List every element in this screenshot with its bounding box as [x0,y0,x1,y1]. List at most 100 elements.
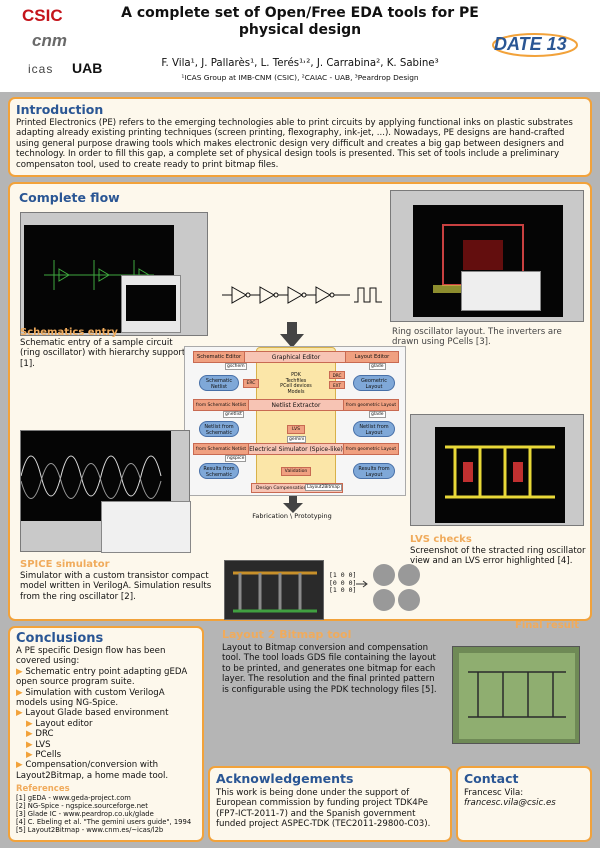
contact-name: Francesc Vila: [464,788,524,798]
reference-item: [3] Glade IC - www.peardrop.co.uk/glade [16,810,154,819]
conclusion-subitem-text: DRC [35,729,54,740]
arrow-down-icon [280,322,304,348]
drc-box: DRC [329,371,345,379]
introduction-panel: Introduction Printed Electronics (PE) re… [8,97,592,177]
l2b-section: Layout 2 Bitmap tool Layout to Bitmap co… [222,628,442,695]
schematics-text: Schematic entry of a sample circuit (rin… [20,338,186,369]
conclusion-item: ▶ Simulation with custom VerilogA models… [16,687,165,709]
arrow-right-icon [356,580,368,588]
layout2bitmap-label: Layout2Bitmap [305,484,342,491]
conclusion-item-text: Layout Glade based environment [25,708,169,719]
schematics-title: Schematics entry [20,327,118,338]
l2b-text: Layout to Bitmap conversion and compensa… [222,643,437,695]
netlist-from-layout-node: Netlist from Layout [353,421,395,437]
header: CSIC cnm icas UAB A complete set of Open… [0,0,600,92]
conclusion-subitem: ▶ Layout editor [26,718,93,729]
reference-item: [4] C. Ebeling et al. "The gemini users … [16,818,192,827]
erc-box: ERC [243,379,259,388]
conclusions-panel: Conclusions A PE specific Design flow ha… [8,626,204,842]
schematic-screenshot [20,212,208,336]
title-line-2: physical design [238,22,362,38]
conclusion-item-text: Simulation with custom VerilogA models u… [16,687,165,709]
conclusions-title: Conclusions [16,631,104,646]
l2b-layout-image [224,560,324,620]
references-title: References [16,784,70,795]
introduction-text: Printed Electronics (PE) refers to the e… [16,118,573,170]
conclusion-subitem-text: LVS [35,739,51,750]
matrix-row-3: [1 0 0] [329,586,357,594]
spice-title: SPICE simulator [20,559,110,570]
contact-title: Contact [464,771,519,786]
complete-flow-panel: Complete flow Schematics entry Schematic… [8,182,592,631]
conclusion-subitem-text: Layout editor [35,718,93,729]
matrix-row-1: [1 0 0] [329,571,357,579]
lvs-title: LVS checks [410,534,472,545]
conclusion-item-text: Compensation/conversion with Layout2Bitm… [16,760,169,781]
glade-label-2: glade [369,411,386,418]
validation-box: Validation [281,467,311,476]
contact-email-link[interactable]: francesc.vila@csic.es [464,798,556,809]
kernel-matrix: [1 0 0] [0 0 0] [1 0 0] [329,571,357,595]
spice-text: Simulator with a custom transistor compa… [20,571,212,602]
fabrication-label: Fabrication \ Prototyping [252,512,332,520]
icas-logo: icas [28,62,54,76]
final-result-title: Final result [515,620,580,631]
complete-flow-title: Complete flow [19,190,120,205]
arrow-down-icon-2 [283,496,303,513]
l2b-title: Layout 2 Bitmap tool [222,628,352,641]
ext-box: EXT [329,381,345,389]
flow-diagram: Graphical Editor Schematic Editor Layout… [184,346,406,496]
conclusion-subitem: ▶ PCells [26,750,62,761]
reference-item: [5] Layout2Bitmap - www.cnm.es/~icas/l2b [16,826,164,835]
design-compensation-box: Design Compensation [251,483,343,493]
gemini-label: gemini [287,436,307,443]
netlist-from-schematic-node: Netlist from Schematic [199,421,239,437]
results-from-schematic-node: Results from Schematic [199,463,239,479]
conclusion-subitem: ▶ DRC [26,729,54,740]
from-schematic-netlist-box: from Schematic Netlist [193,399,249,411]
acknowledgements-title: Acknowledgements [216,771,354,786]
gschem-label: gschem [225,363,247,370]
acknowledgements-text: This work is being done under the suppor… [216,788,431,830]
affiliations: ¹ICAS Group at IMB-CNM (CSIC), ²CAIAC - … [181,73,419,82]
introduction-title: Introduction [16,102,104,117]
reference-item: [1] gEDA - www.geda-project.com [16,794,131,803]
paper-title: A complete set of Open/Free EDA tools fo… [120,5,480,39]
from-geometric-layout-box: from geometric Layout [343,399,399,411]
conclusion-subitem-text: PCells [35,750,62,761]
conclusions-intro: A PE specific Design flow has been cover… [16,646,166,667]
contact-panel: Contact Francesc Vila: francesc.vila@csi… [456,766,592,842]
glade-label: glade [369,363,386,370]
schematic-netlist-node: Schematic Netlist [199,375,239,391]
spice-waveform-icon [21,455,162,499]
date-logo-text: DATE 13 [494,34,567,54]
spice-screenshot [20,430,191,553]
conclusion-subitem: ▶ LVS [26,739,51,750]
from-schematic-netlist-box-2: from Schematic Netlist [193,443,249,455]
conclusion-item: ▶ Schematic entry point adapting gEDA op… [16,666,188,688]
acknowledgements-panel: Acknowledgements This work is being done… [208,766,452,842]
csic-logo: CSIC [22,6,63,25]
date-logo: DATE 13 [490,30,580,60]
lvs-layout-icon [445,445,555,499]
lvs-text: Screenshot of the stracted ring oscillat… [410,546,586,567]
lvs-screenshot [410,414,584,526]
cnm-logo: cnm [32,31,67,50]
authors: F. Vila¹, J. Pallarès¹, L. Terés¹˒², J. … [161,58,439,69]
schematic-editor-box: Schematic Editor [193,351,245,363]
uab-logo: UAB [72,60,103,76]
matrix-row-2: [0 0 0] [329,578,357,587]
geometric-layout-node: Geometric Layout [353,375,395,391]
final-result-photo [452,646,580,744]
layout-editor-box: Layout Editor [345,351,399,363]
conclusion-item-text: Schematic entry point adapting gEDA open… [16,666,188,688]
from-geometric-layout-box-2: from geometric Layout [343,443,399,455]
l2b-layout-icon [233,571,317,613]
lvs-box: LVS [287,425,305,434]
conclusion-item: ▶ Layout Glade based environment [16,708,169,719]
gnetlist-label: gnetlist [223,411,244,418]
reference-item: [2] NG-Spice - ngspice.sourceforge.net [16,802,148,811]
results-from-layout-node: Results from Layout [353,463,395,479]
conclusion-item: ▶ Compensation/conversion with Layout2Bi… [16,760,169,781]
title-line-1: A complete set of Open/Free EDA tools fo… [121,5,479,21]
